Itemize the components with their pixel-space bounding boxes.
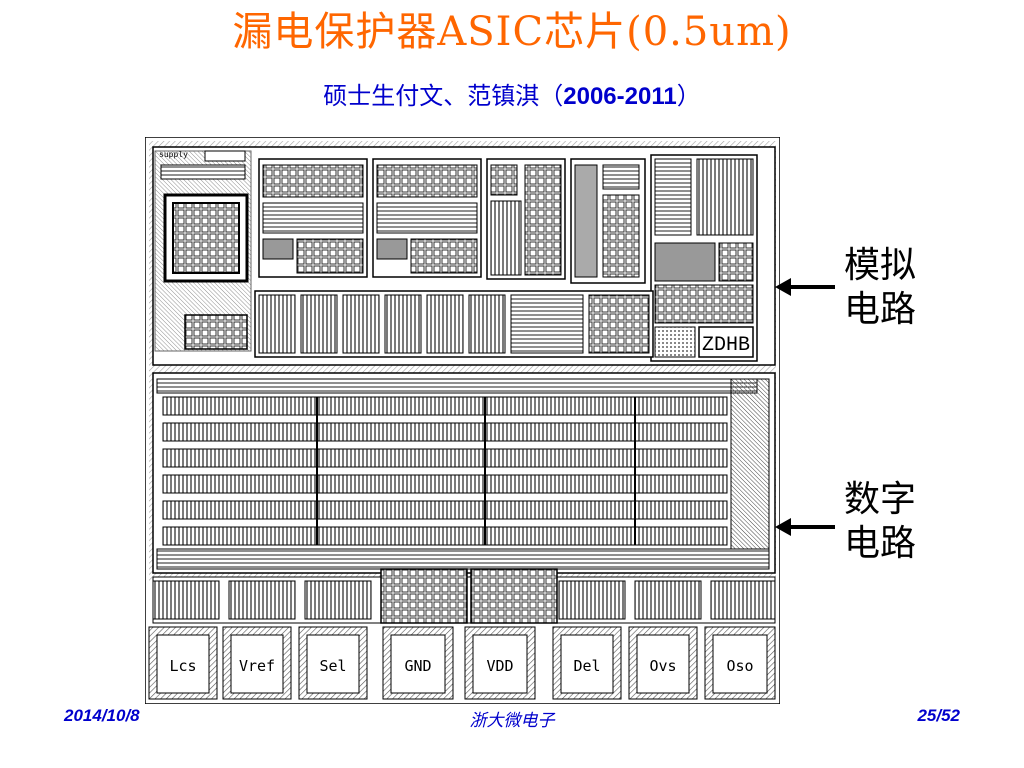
footer-date: 2014/10/8 — [64, 706, 140, 725]
pad-gnd: GND — [382, 626, 454, 700]
subtitle-authors: 硕士生付文、范镇淇（ — [323, 82, 564, 110]
pad-label: Lcs — [169, 657, 196, 675]
analog-arrow-icon — [775, 278, 835, 296]
pad-label: VDD — [486, 657, 513, 675]
pad-vref: Vref — [222, 626, 292, 700]
subtitle-close: ） — [676, 82, 701, 110]
digital-arrow-icon — [775, 518, 835, 536]
digital-label-line1: 数字 — [843, 479, 916, 520]
pad-vdd: VDD — [464, 626, 536, 700]
analog-label: 模拟 电路 — [830, 244, 930, 332]
pad-oso: Oso — [704, 626, 776, 700]
slide-title: 漏电保护器ASIC芯片(0.5um) — [232, 9, 792, 55]
digital-label-line2: 电路 — [843, 523, 916, 564]
chip-layout-image: supply ZDHB — [145, 137, 780, 704]
analog-label-line2: 电路 — [843, 289, 916, 330]
pad-label: Ovs — [649, 657, 676, 675]
pad-label: GND — [404, 657, 431, 675]
analog-label-line1: 模拟 — [843, 245, 916, 286]
pad-label: Oso — [726, 657, 753, 675]
footer-page-number: 25/52 — [917, 706, 960, 725]
pad-label: Del — [573, 657, 600, 675]
pad-sel: Sel — [298, 626, 368, 700]
pad-label: Vref — [239, 657, 275, 675]
chip-logo: ZDHB — [702, 334, 750, 357]
pad-label: Sel — [319, 657, 346, 675]
pad-lcs: Lcs — [148, 626, 218, 700]
footer-org: 浙大微电子 — [469, 711, 555, 731]
pad-ovs: Ovs — [628, 626, 698, 700]
subtitle-years: 2006-2011 — [563, 83, 677, 110]
pad-del: Del — [552, 626, 622, 700]
digital-label: 数字 电路 — [830, 478, 930, 566]
slide-subtitle: 硕士生付文、范镇淇（2006-2011） — [0, 80, 1024, 113]
pad-row: Lcs Vref Sel GND VDD Del — [148, 626, 776, 700]
